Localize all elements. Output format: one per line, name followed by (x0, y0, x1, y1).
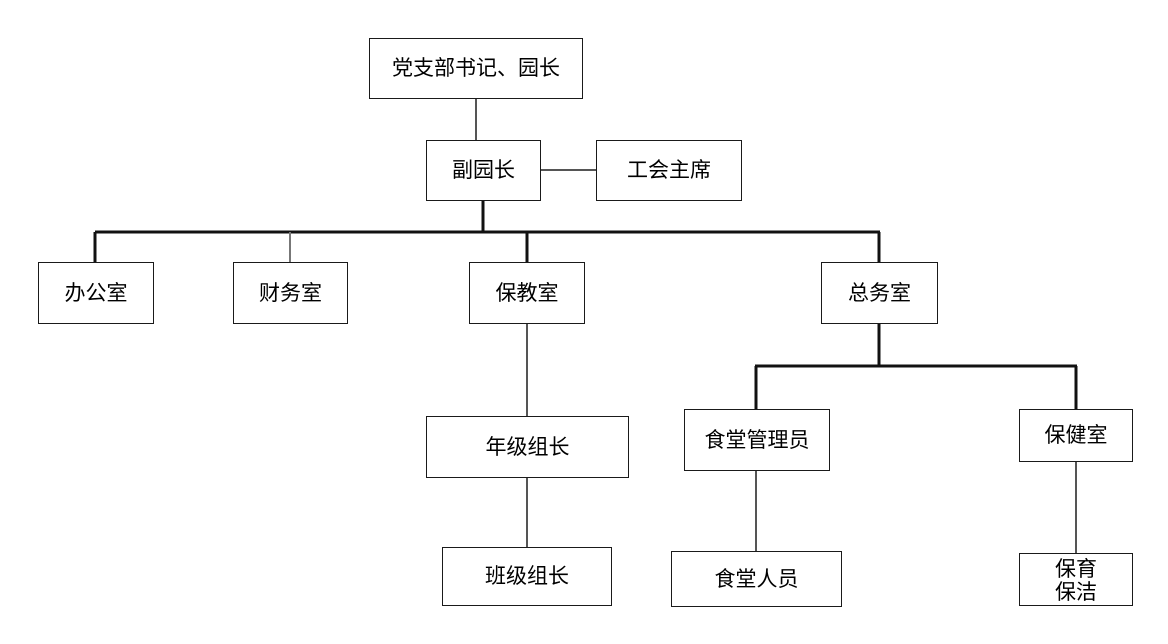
node-label: 党支部书记、园长 (392, 56, 560, 81)
node-label: 办公室 (64, 280, 128, 305)
node-union-chair: 工会主席 (596, 140, 742, 201)
node-label: 财务室 (259, 280, 322, 305)
node-label-line2: 保洁 (1055, 579, 1097, 604)
node-class-leader: 班级组长 (442, 547, 612, 606)
node-general-affairs: 总务室 (821, 262, 938, 324)
node-label: 保教室 (495, 280, 559, 305)
node-secretary-principal: 党支部书记、园长 (369, 38, 583, 99)
node-label: 班级组长 (485, 564, 569, 589)
node-label-line1: 保育 (1055, 557, 1097, 582)
node-label: 副园长 (452, 158, 515, 183)
node-label: 食堂人员 (714, 566, 799, 591)
node-label: 保健室 (1044, 423, 1108, 448)
node-label: 食堂管理员 (704, 427, 810, 452)
node-childcare-cleaning: 保育 保洁 (1019, 553, 1133, 606)
node-label: 年级组长 (485, 434, 570, 459)
node-health-room: 保健室 (1019, 409, 1133, 462)
node-vice-principal: 副园长 (426, 140, 541, 201)
node-finance: 财务室 (233, 262, 348, 324)
node-canteen-manager: 食堂管理员 (684, 409, 830, 471)
node-care-education: 保教室 (469, 262, 585, 324)
node-label: 总务室 (848, 280, 911, 305)
node-grade-leader: 年级组长 (426, 416, 629, 478)
node-label: 工会主席 (627, 158, 711, 183)
node-office: 办公室 (38, 262, 154, 324)
node-canteen-staff: 食堂人员 (671, 551, 842, 607)
